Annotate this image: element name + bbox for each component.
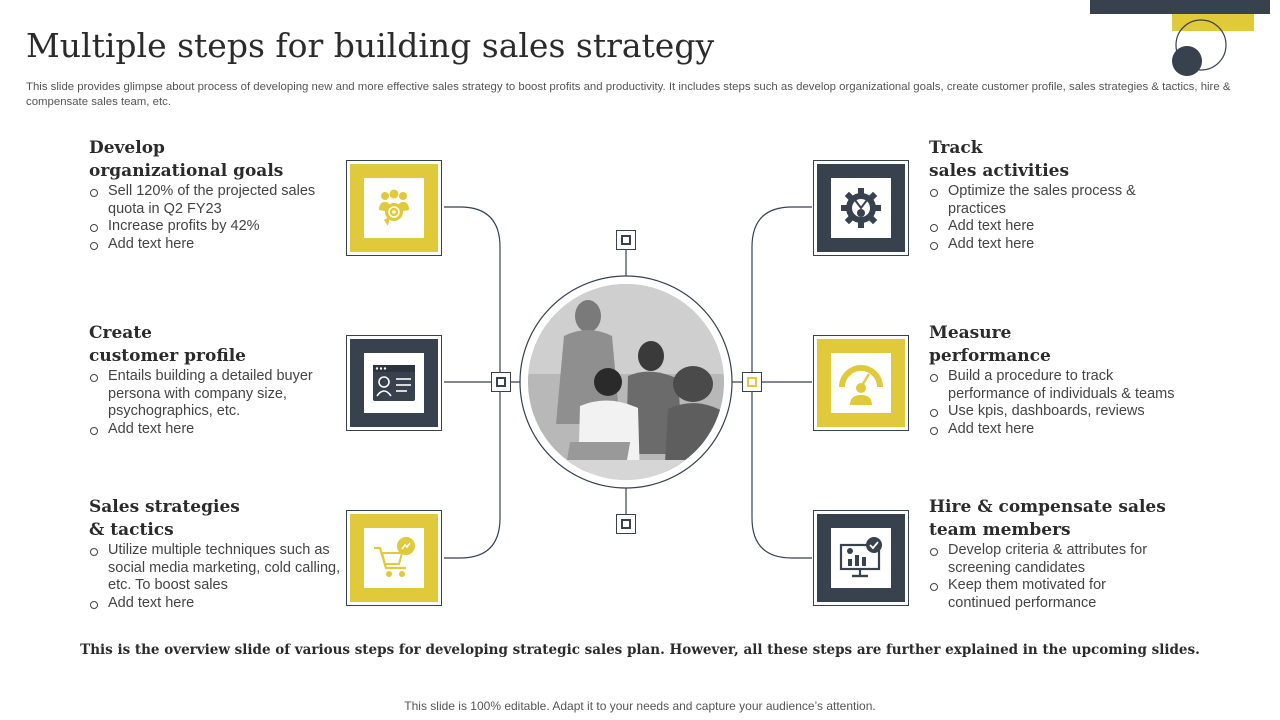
bullet-item: Develop criteria & attributes for screen… <box>929 542 1159 577</box>
overview-note: This is the overview slide of various st… <box>80 642 1200 658</box>
bullet-item: Keep them motivated for continued perfor… <box>929 577 1159 612</box>
corner-bar-navy <box>1090 0 1270 14</box>
page-title: Multiple steps for building sales strate… <box>26 26 715 65</box>
step-track-bullets: Optimize the sales process & practices A… <box>929 183 1159 253</box>
heading-line: & tactics <box>89 520 174 540</box>
gear-money-icon <box>841 188 881 228</box>
heading-line: Hire & compensate sales <box>929 497 1166 517</box>
hire-icon-box <box>813 510 909 606</box>
heading-line: customer profile <box>89 346 246 366</box>
step-goals: Develop organizational goals Sell 120% o… <box>89 137 339 253</box>
connector-square-right <box>742 372 762 392</box>
connector-square-left <box>491 372 511 392</box>
bullet-item: Optimize the sales process & practices <box>929 183 1159 218</box>
step-goals-bullets: Sell 120% of the projected sales quota i… <box>89 183 339 253</box>
heading-line: organizational goals <box>89 161 284 181</box>
heading-line: sales activities <box>929 161 1070 181</box>
bullet-item: Add text here <box>89 595 341 613</box>
heading-line: Track <box>929 138 983 158</box>
bullet-item: Add text here <box>89 421 334 439</box>
step-track-heading: Track sales activities <box>929 137 1159 183</box>
bullet-item: Utilize multiple techniques such as soci… <box>89 542 341 595</box>
monitor-check-icon <box>839 537 882 578</box>
profile-card-icon <box>373 365 415 401</box>
bullet-item: Add text here <box>929 421 1191 439</box>
bullet-item: Add text here <box>929 236 1159 254</box>
measure-icon-box <box>813 335 909 431</box>
connector-square-bottom <box>616 514 636 534</box>
step-hire-bullets: Develop criteria & attributes for screen… <box>929 542 1159 612</box>
step-hire-heading: Hire & compensate sales team members <box>929 496 1166 542</box>
corner-circles-decoration <box>1172 19 1227 76</box>
gauge-icon <box>839 365 883 405</box>
heading-line: Create <box>89 323 152 343</box>
profile-icon-box <box>346 335 442 431</box>
step-hire: Hire & compensate sales team members Dev… <box>929 496 1166 612</box>
step-goals-heading: Develop organizational goals <box>89 137 339 183</box>
bullet-item: Add text here <box>89 236 339 254</box>
heading-line: team members <box>929 520 1071 540</box>
step-tactics-bullets: Utilize multiple techniques such as soci… <box>89 542 341 612</box>
connector-square-top <box>616 230 636 250</box>
bullet-item: Add text here <box>929 218 1159 236</box>
bullet-item: Increase profits by 42% <box>89 218 339 236</box>
editable-note: This slide is 100% editable. Adapt it to… <box>404 699 876 713</box>
bullet-item: Entails building a detailed buyer person… <box>89 368 334 421</box>
bullet-item: Build a procedure to track performance o… <box>929 368 1191 403</box>
step-track: Track sales activities Optimize the sale… <box>929 137 1159 253</box>
heading-line: Develop <box>89 138 165 158</box>
step-measure-heading: Measure performance <box>929 322 1191 368</box>
shopping-cart-icon <box>374 537 415 577</box>
goals-icon-box <box>346 160 442 256</box>
heading-line: Sales strategies <box>89 497 240 517</box>
step-measure: Measure performance Build a procedure to… <box>929 322 1191 438</box>
track-icon-box <box>813 160 909 256</box>
heading-line: Measure <box>929 323 1012 343</box>
step-tactics-heading: Sales strategies & tactics <box>89 496 341 542</box>
team-photo <box>528 284 724 480</box>
step-profile: Create customer profile Entails building… <box>89 322 334 438</box>
step-measure-bullets: Build a procedure to track performance o… <box>929 368 1191 438</box>
step-tactics: Sales strategies & tactics Utilize multi… <box>89 496 341 612</box>
team-target-icon <box>379 189 409 226</box>
step-profile-heading: Create customer profile <box>89 322 334 368</box>
page-subtitle: This slide provides glimpse about proces… <box>26 81 1231 108</box>
bullet-item: Use kpis, dashboards, reviews <box>929 403 1191 421</box>
tactics-icon-box <box>346 510 442 606</box>
step-profile-bullets: Entails building a detailed buyer person… <box>89 368 334 438</box>
bullet-item: Sell 120% of the projected sales quota i… <box>89 183 339 218</box>
heading-line: performance <box>929 346 1051 366</box>
